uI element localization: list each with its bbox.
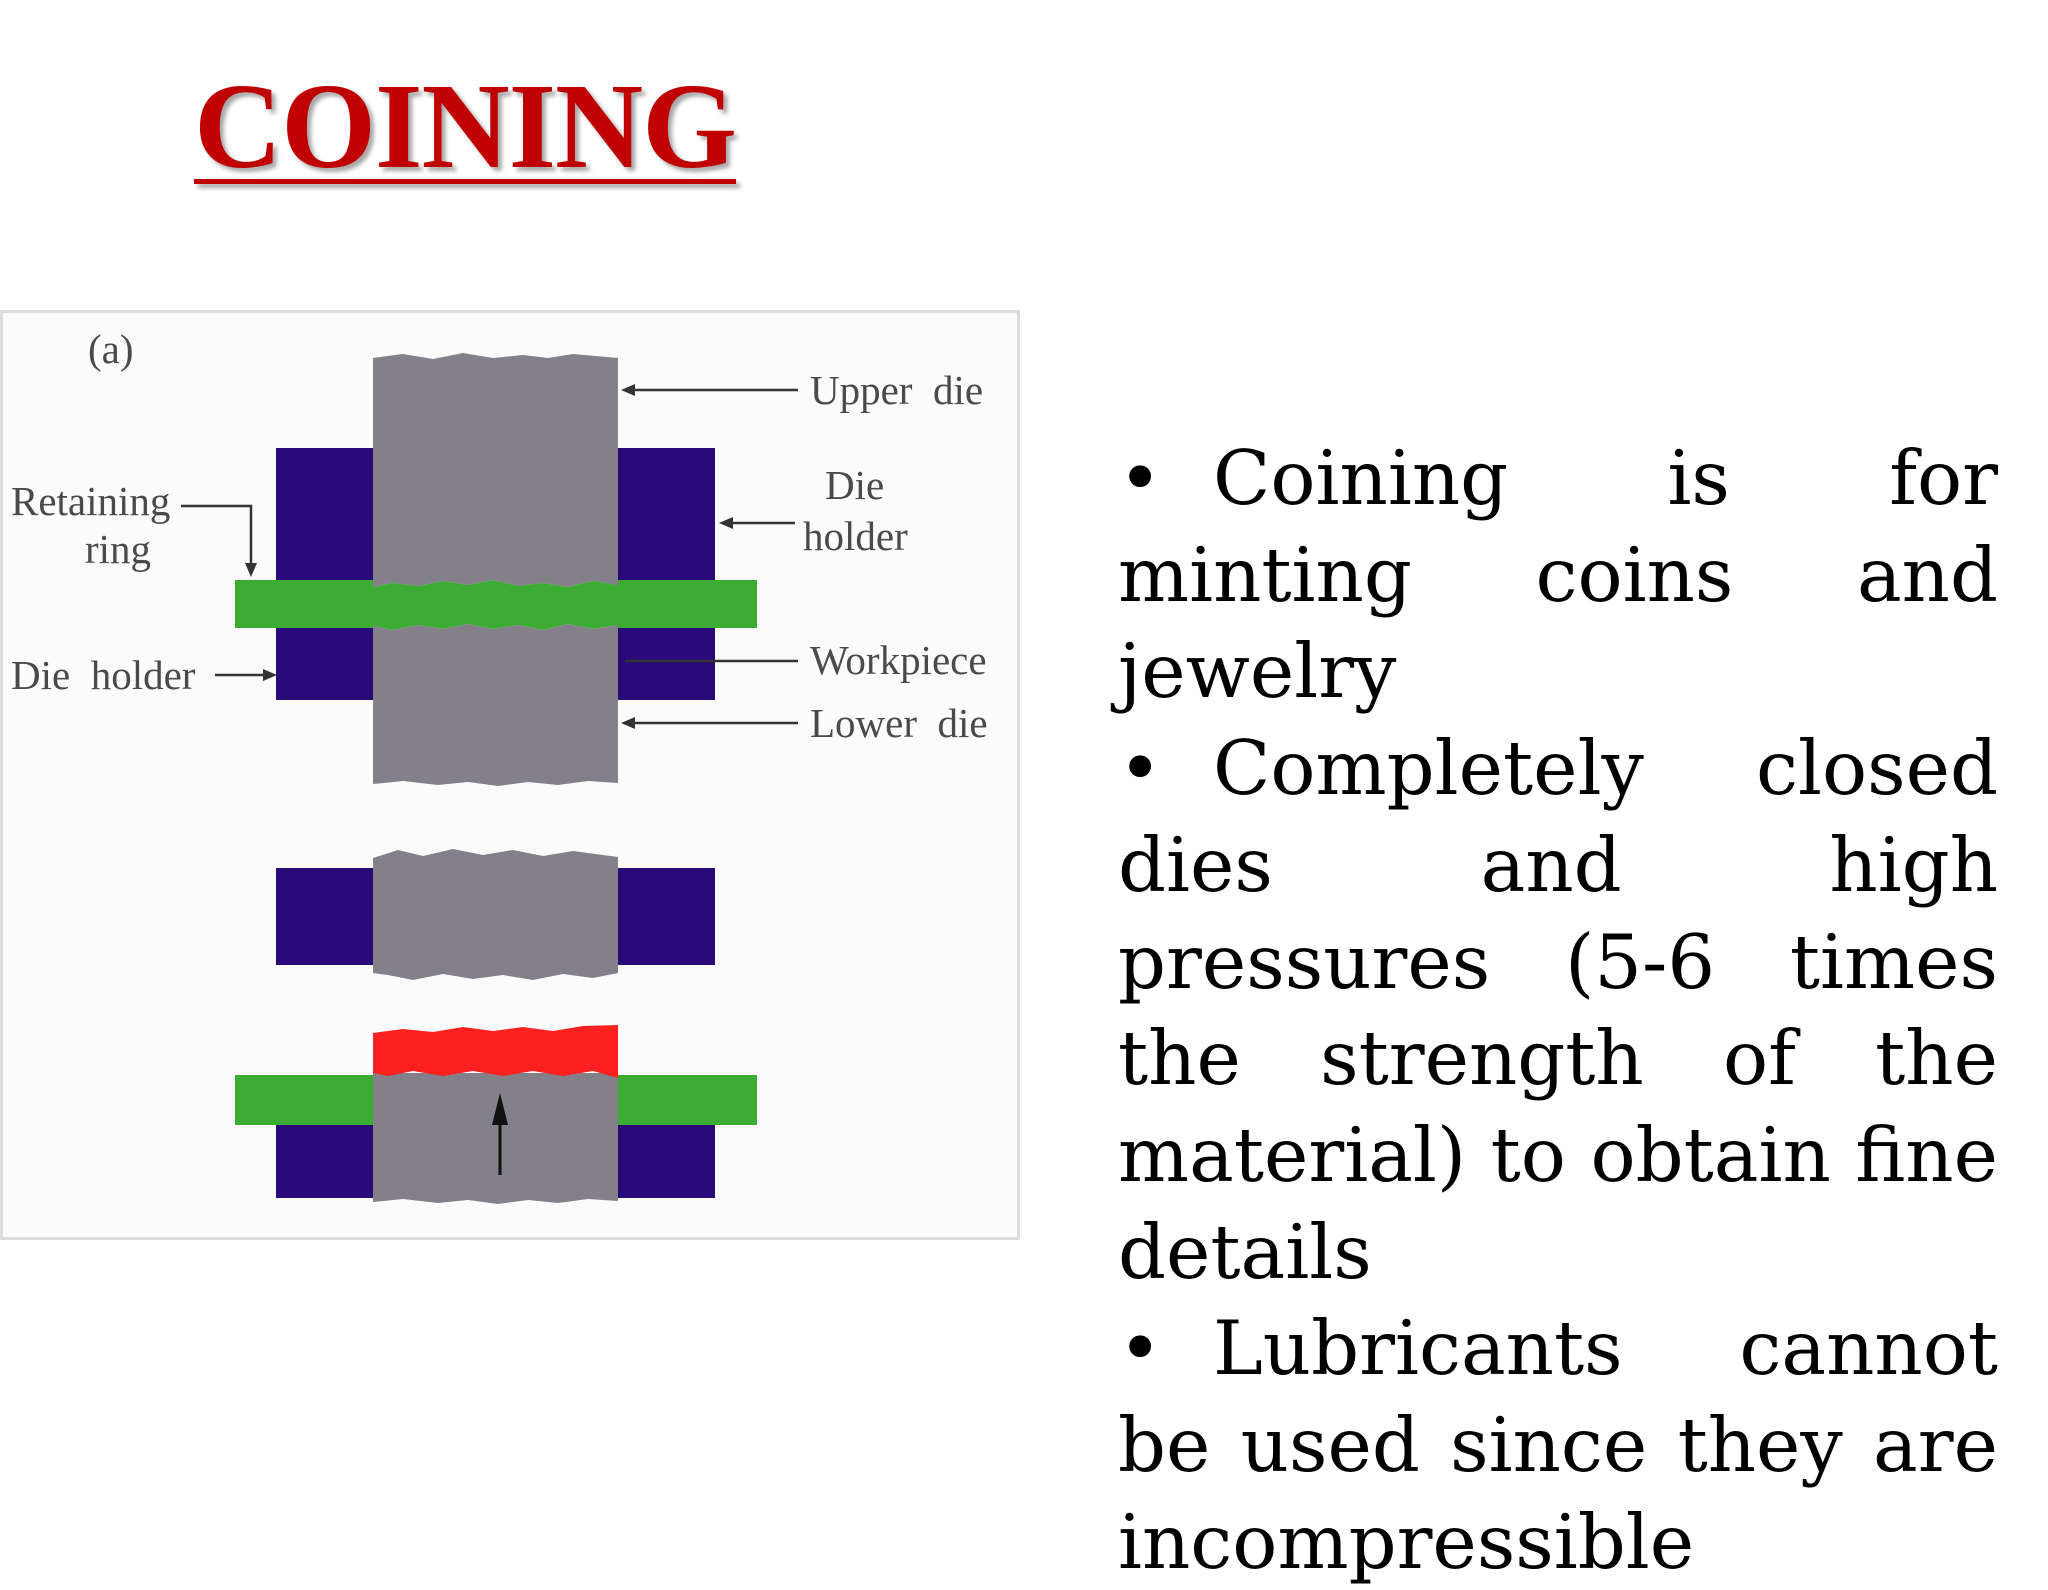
lower-die (373, 624, 618, 786)
label-die-holder-right-line1: Die (825, 462, 884, 508)
bullet-dot: • (1118, 1304, 1163, 1393)
leader-arrowheads (245, 384, 733, 729)
upper-die (373, 353, 618, 587)
bullet-dot: • (1118, 724, 1163, 813)
bullet-text: Coining is for minting coins and jewelry (1118, 434, 1998, 716)
lower-die-bottom (373, 1073, 618, 1204)
label-die-holder-right-line2: holder (803, 513, 908, 559)
bullet-text: Lubricants cannot be used since they are… (1118, 1304, 1998, 1586)
coining-diagram-svg: (a) Upper die Die holder Retaining ring … (11, 326, 988, 1204)
bullet-text: Completely closed dies and high pressure… (1118, 724, 1998, 1296)
retaining-ring-bottom-left (235, 1075, 375, 1125)
die-holder-upper-right (618, 448, 715, 700)
coined-workpiece (373, 1025, 618, 1078)
lower-die-arrowhead (621, 717, 635, 729)
top-assembly (235, 353, 757, 786)
die-holder-bottom-upper-left (276, 868, 373, 965)
upper-die-raised (373, 849, 618, 980)
label-upper-die: Upper die (810, 367, 983, 413)
bullet-list: •Coining is for minting coins and jewelr… (1118, 430, 1998, 1590)
upper-die-arrowhead (621, 384, 635, 396)
die-holder-right-arrowhead (719, 517, 733, 529)
retaining-ring-left (235, 580, 375, 628)
bullet-dot: • (1118, 434, 1163, 522)
retaining-ring-right (615, 580, 757, 628)
bullet-item: •Lubricants cannot be used since they ar… (1118, 1300, 1998, 1590)
workpiece (373, 580, 618, 630)
coining-diagram: (a) Upper die Die holder Retaining ring … (0, 310, 1020, 1240)
bullet-item: •Completely closed dies and high pressur… (1118, 720, 1998, 1300)
force-arrow-head (492, 1093, 508, 1125)
label-die-holder-left: Die holder (11, 652, 196, 698)
retaining-ring-leader (181, 504, 253, 565)
label-retaining-ring-line2: ring (85, 526, 151, 572)
label-retaining-ring-line1: Retaining (11, 478, 170, 524)
label-lower-die: Lower die (810, 700, 988, 746)
bottom-assembly (235, 849, 757, 1204)
label-workpiece: Workpiece (810, 637, 987, 683)
slide-title: COINING (194, 59, 737, 194)
retaining-ring-arrowhead (245, 563, 257, 577)
retaining-ring-bottom-right (615, 1075, 757, 1125)
die-holder-bottom-upper-right (618, 868, 715, 965)
bullet-item: •Coining is for minting coins and jewelr… (1118, 430, 1998, 720)
die-holder-upper-left (276, 448, 373, 700)
die-holder-left-arrowhead (263, 669, 277, 681)
leader-lines (181, 388, 798, 725)
panel-label: (a) (88, 326, 134, 372)
